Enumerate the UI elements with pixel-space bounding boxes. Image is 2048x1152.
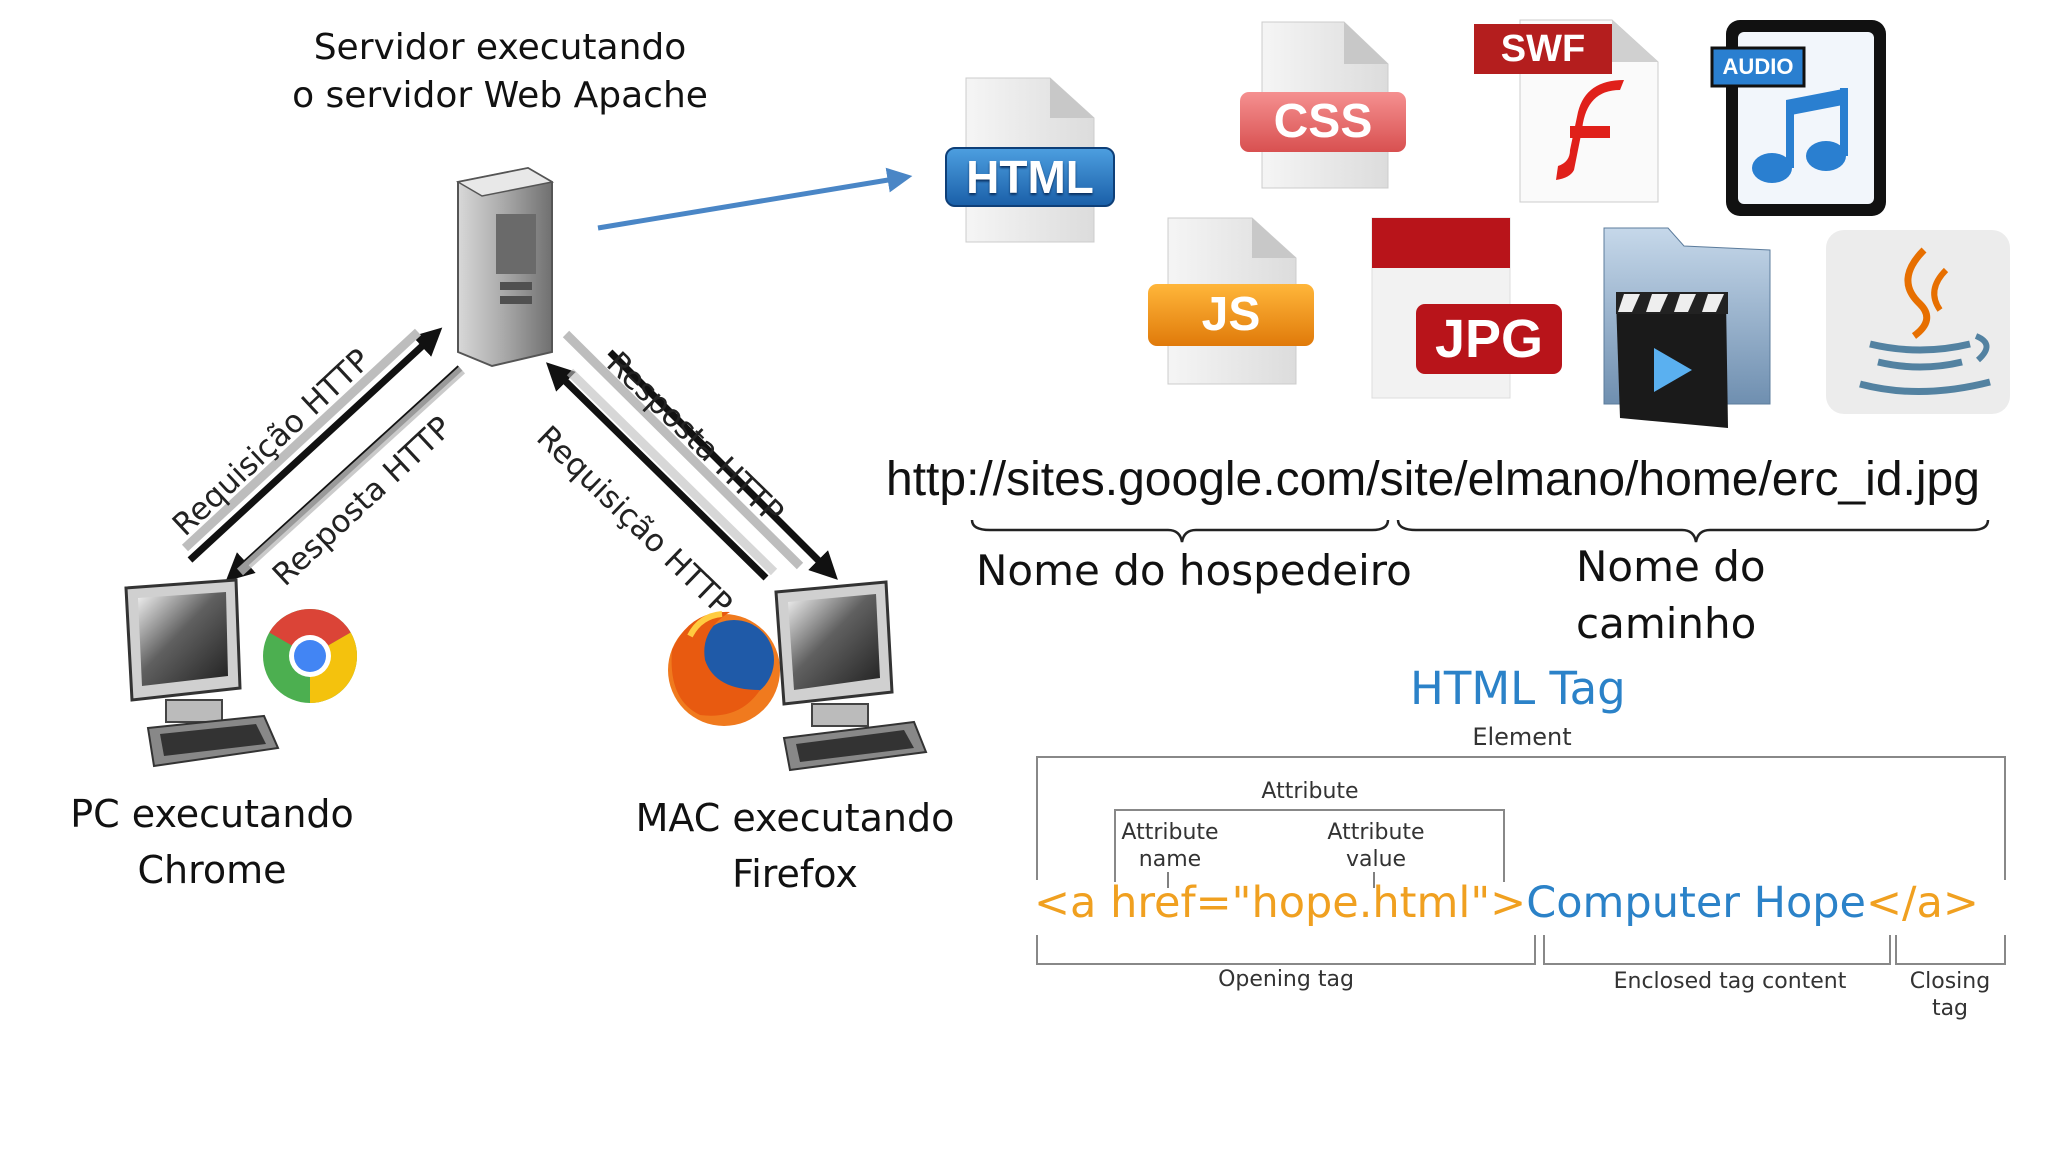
server-tower-icon: [455, 166, 555, 368]
enclosed-content-label: Enclosed tag content: [1613, 969, 1847, 994]
js-file-icon: [1148, 217, 1314, 385]
left-response-shadow: [236, 366, 466, 576]
example-url: http://sites.google.com/site/elmano/home…: [886, 453, 1980, 506]
css-badge-label: CSS: [1273, 95, 1373, 148]
attribute-name-label: Attribute name: [1100, 819, 1240, 873]
opening-tag-bracket: [1036, 935, 1536, 965]
pc-computer-icon: [124, 578, 280, 768]
element-label: Element: [1472, 723, 1572, 751]
enclosed-content-bracket: [1543, 935, 1891, 965]
server-caption-line1: Servidor executando: [313, 27, 687, 68]
html-file-icon: [945, 77, 1115, 243]
audio-badge-label: AUDIO: [1722, 54, 1794, 79]
host-label: Nome do hospedeiro: [976, 546, 1412, 595]
closing-tag-bracket: [1895, 935, 2006, 965]
right-response-shadow: [562, 330, 804, 570]
host-brace: [970, 519, 1390, 543]
js-badge-label: JS: [1201, 288, 1261, 341]
opening-tag-label: Opening tag: [1218, 967, 1354, 992]
left-request-arrow: [187, 327, 443, 563]
server-to-files-arrow: [597, 167, 913, 231]
element-bracket: [1036, 756, 2006, 880]
video-folder-icon: [1603, 227, 1771, 428]
attribute-value-line1: Attribute: [1327, 820, 1425, 845]
code-open-tag: <a: [1034, 878, 1097, 928]
mac-computer-icon: [774, 580, 928, 772]
mac-caption-line1: MAC executando: [635, 796, 955, 840]
chrome-icon: [263, 609, 357, 703]
mac-caption: MAC executando Firefox: [620, 790, 970, 902]
attribute-name-line1: Attribute: [1121, 820, 1219, 845]
swf-file-icon: [1474, 19, 1659, 203]
swf-badge-label: SWF: [1500, 28, 1586, 70]
path-label-line2: caminho: [1576, 599, 1757, 648]
audio-file-icon: [1710, 20, 1886, 216]
pc-caption-line2: Chrome: [137, 848, 287, 892]
pc-caption-line1: PC executando: [70, 792, 354, 836]
path-brace: [1396, 519, 1990, 543]
closing-tag-line1: Closing: [1909, 969, 1991, 994]
attribute-pointers: [1167, 872, 1375, 888]
attribute-label: Attribute: [1261, 779, 1359, 804]
java-icon: [1826, 230, 2010, 414]
code-href-attribute: href="hope.html">: [1110, 878, 1527, 928]
mac-caption-line2: Firefox: [732, 852, 858, 896]
path-label: Nome do caminho: [1576, 538, 1766, 652]
music-note-icon: [1752, 88, 1848, 183]
jpg-badge-label: JPG: [1434, 309, 1544, 369]
attribute-value-label: Attribute value: [1306, 819, 1446, 873]
closing-tag-line2: tag: [1931, 996, 1969, 1021]
jpg-file-icon: [1371, 217, 1562, 399]
attribute-name-line2: name: [1138, 847, 1202, 872]
attribute-bracket: [1114, 809, 1505, 882]
server-caption-line2: o servidor Web Apache: [292, 75, 708, 116]
right-request-shadow: [566, 368, 778, 576]
tag-code-line: <a href="hope.html">Computer Hope</a>: [1034, 878, 1979, 928]
path-label-line1: Nome do: [1576, 542, 1766, 591]
css-file-icon: [1240, 21, 1406, 189]
code-enclosed-content: Computer Hope: [1526, 878, 1867, 928]
html-tag-title: HTML Tag: [1410, 662, 1626, 715]
code-close-tag: </a>: [1866, 878, 1979, 928]
left-request-shadow: [181, 328, 422, 552]
server-caption: Servidor executando o servidor Web Apach…: [280, 24, 720, 120]
right-response-arrow: [607, 349, 838, 580]
closing-tag-label: Closing tag: [1900, 968, 2000, 1022]
attribute-value-line2: value: [1345, 847, 1407, 872]
html-badge-label: HTML: [966, 151, 1094, 203]
pc-caption: PC executando Chrome: [52, 786, 372, 898]
firefox-icon: [668, 611, 780, 726]
tag-brackets: [1036, 756, 2006, 965]
right-request-arrow: [546, 362, 769, 581]
